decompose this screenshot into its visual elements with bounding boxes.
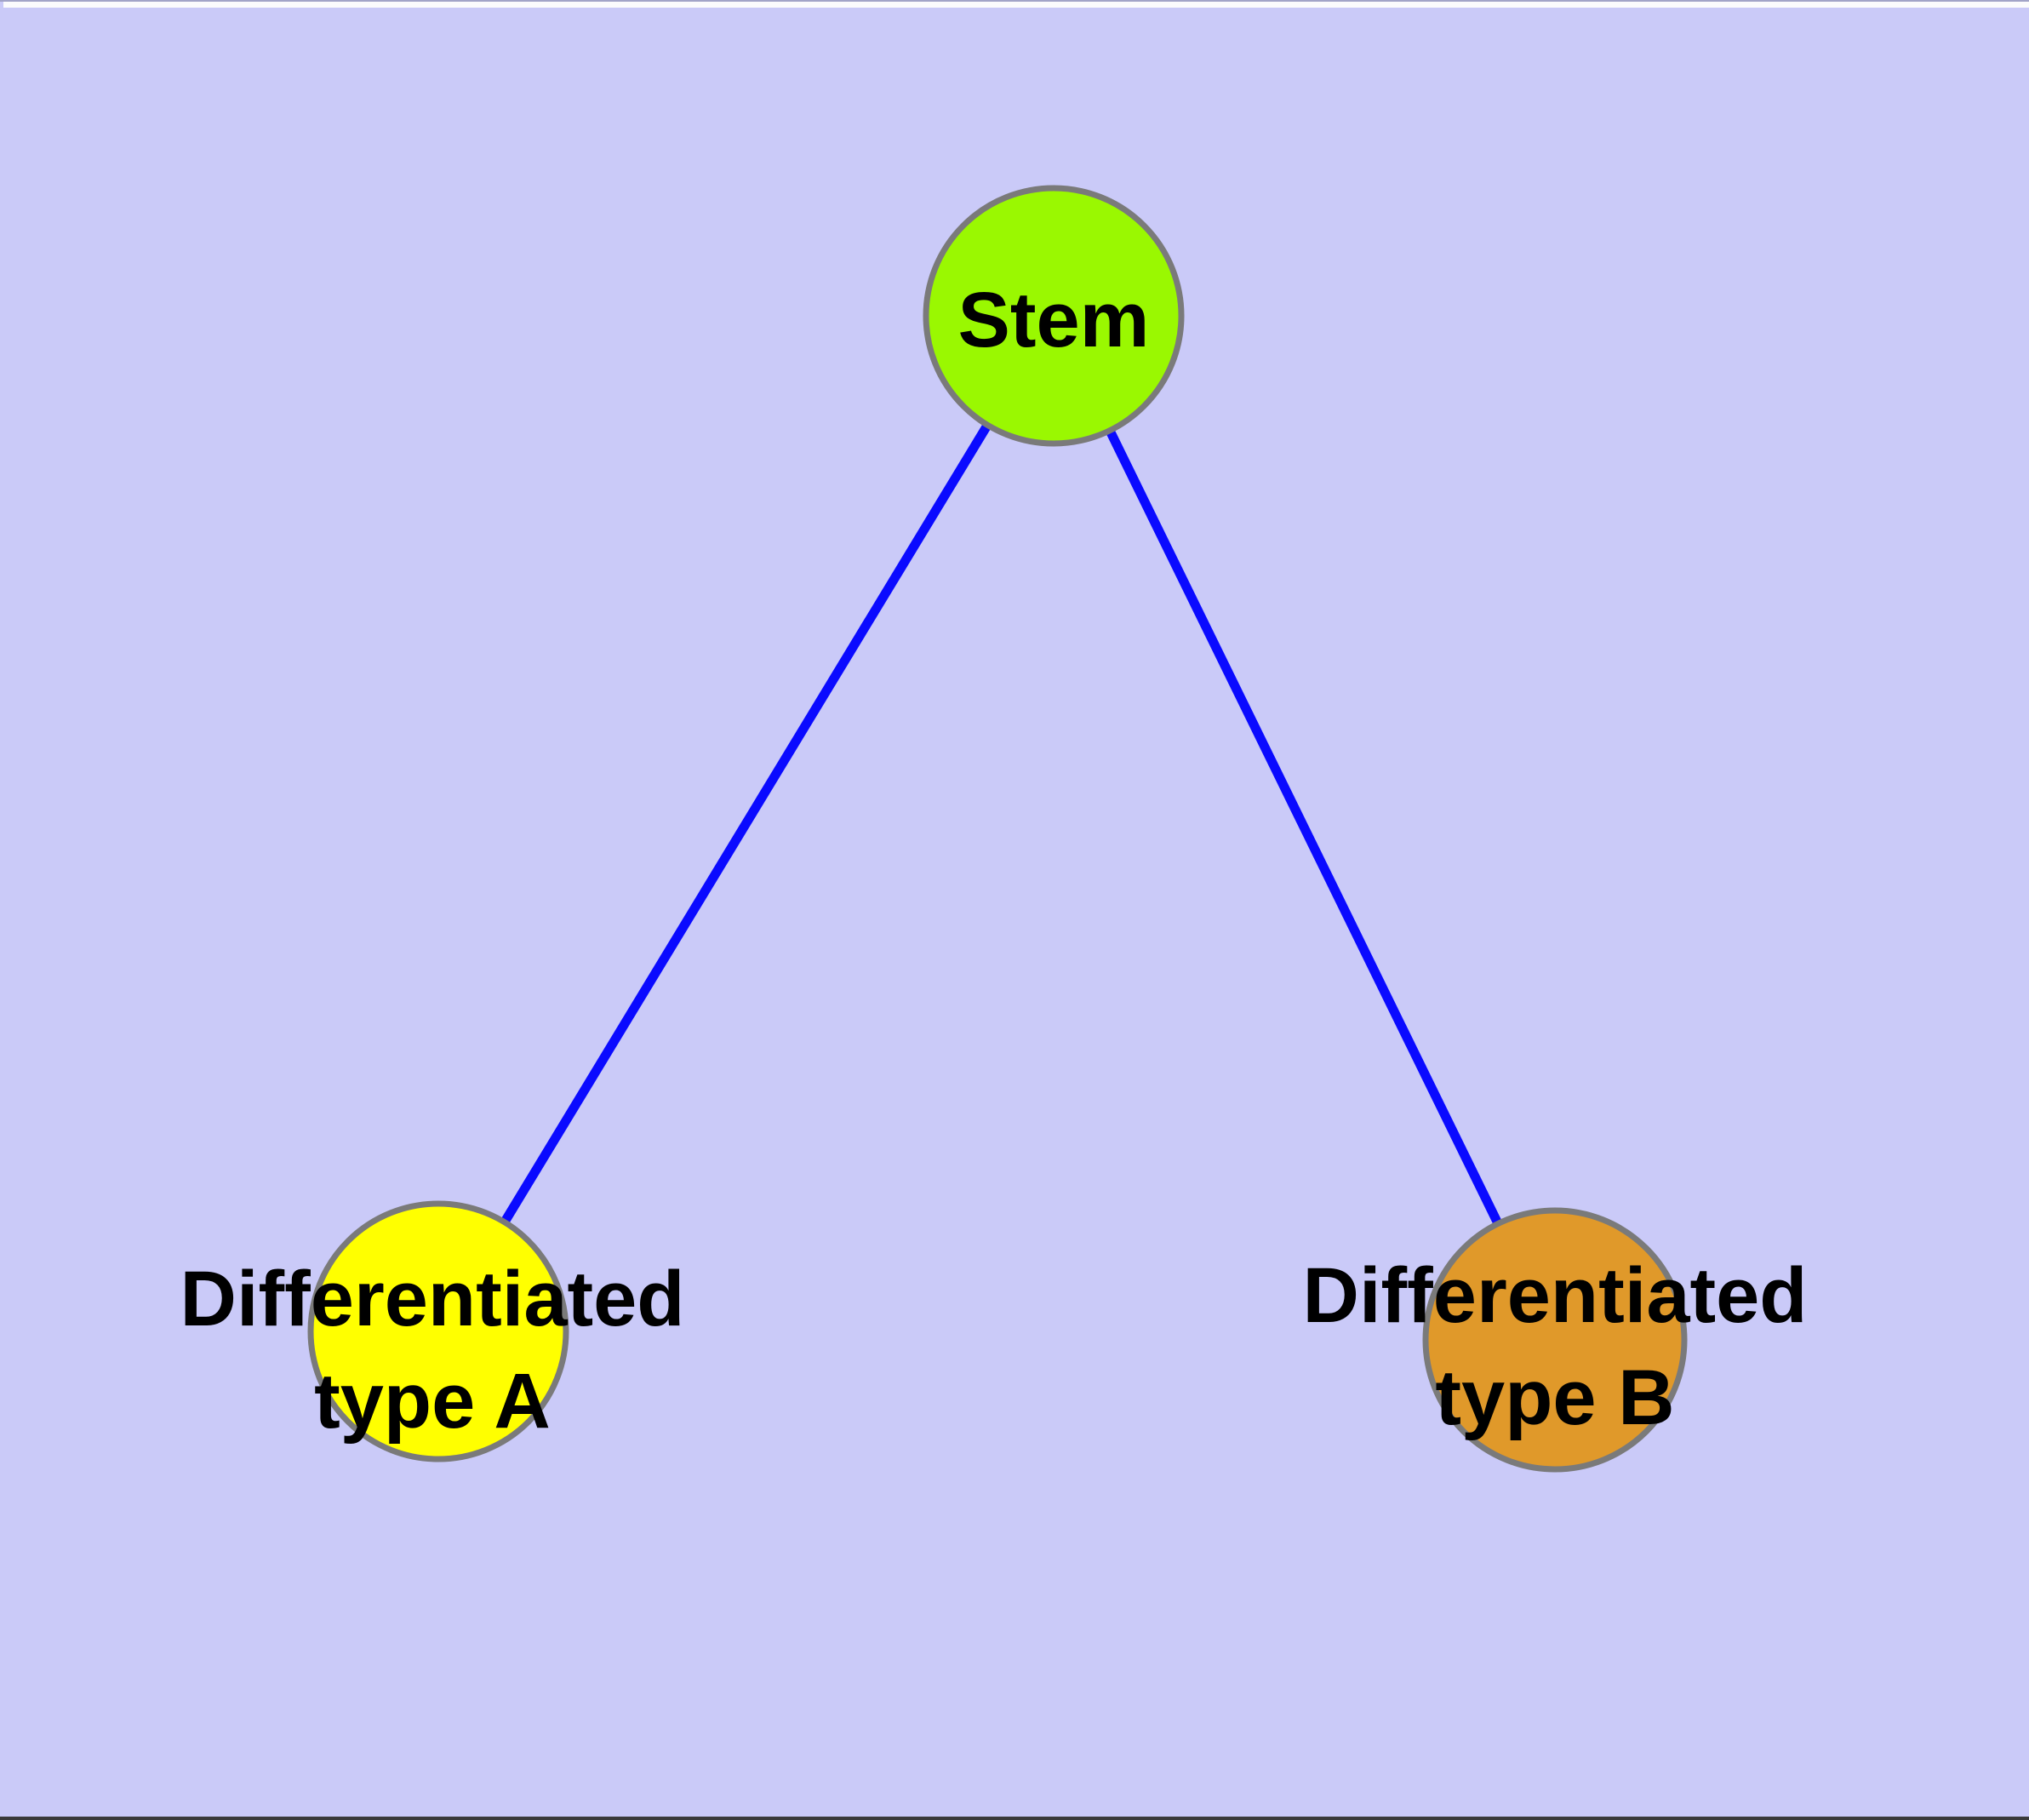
window-bottom-edge-line bbox=[0, 1817, 2029, 1820]
edge-stem-to-type-b bbox=[1049, 313, 1559, 1342]
node-type-b-label-line1: Differentiated bbox=[1302, 1252, 1808, 1339]
node-type-b-label: Differentiated type B bbox=[1303, 1245, 1808, 1449]
node-stem-label: Stem bbox=[957, 277, 1150, 363]
window-top-strip bbox=[3, 2, 2029, 8]
window-top-edge-line bbox=[0, 0, 2029, 2]
node-type-b[interactable] bbox=[1422, 1207, 1688, 1473]
edge-stem-to-type-a bbox=[434, 313, 1058, 1334]
node-stem[interactable] bbox=[923, 185, 1185, 447]
node-type-a-label: Differentiated type A bbox=[180, 1248, 685, 1452]
node-type-a-label-line1: Differentiated bbox=[180, 1256, 685, 1342]
node-type-b-label-line2: type B bbox=[1435, 1354, 1675, 1441]
node-type-a-label-line2: type A bbox=[314, 1358, 551, 1445]
node-type-a[interactable] bbox=[307, 1200, 569, 1462]
